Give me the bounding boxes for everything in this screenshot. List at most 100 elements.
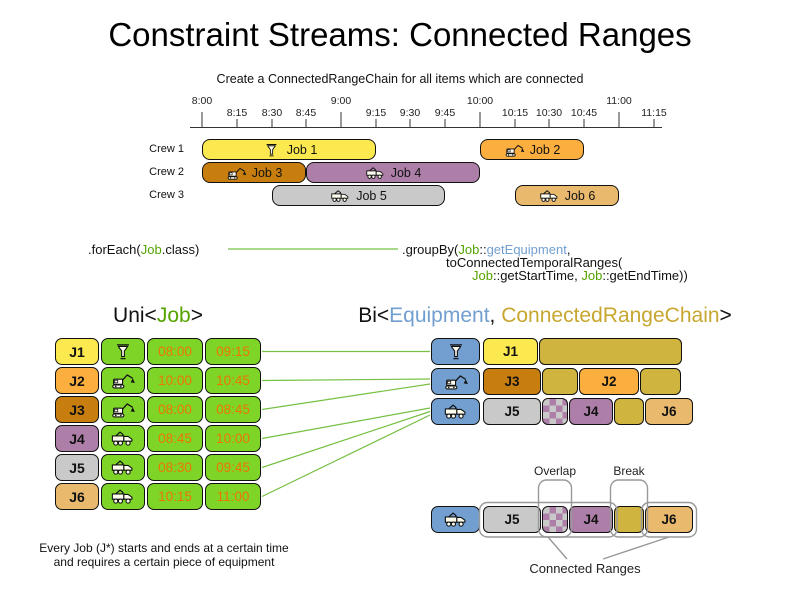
end-time-cell: 09:45: [205, 454, 261, 481]
end-time-cell: 10:00: [205, 425, 261, 452]
gantt-bar-label: Job 5: [356, 188, 387, 203]
connected-ranges-label: Connected Ranges: [529, 561, 641, 576]
chain-job-label: J2: [601, 374, 617, 389]
chain-overlap-segment: [542, 506, 568, 533]
chain-job-label: J5: [504, 404, 520, 419]
equipment-cell: [431, 398, 480, 425]
truck-icon: [443, 403, 469, 420]
truck-icon: [443, 511, 469, 528]
end-time: 09:15: [216, 344, 250, 359]
end-time-cell: 10:45: [205, 367, 261, 394]
chain-job-label: J4: [583, 404, 599, 419]
end-time-cell: 08:45: [205, 396, 261, 423]
start-time: 08:00: [158, 402, 192, 417]
tick-label: 10:30: [535, 107, 563, 119]
gantt-bar-job4: Job 4: [306, 162, 480, 183]
job-id-cell: J1: [55, 338, 99, 365]
chain-job-segment: J4: [569, 506, 613, 533]
start-time: 08:30: [158, 460, 192, 475]
equipment-icon-cell: [101, 367, 145, 394]
start-time-cell: 08:45: [147, 425, 203, 452]
crew-label: Crew 2: [149, 166, 184, 178]
start-time: 08:00: [158, 344, 192, 359]
tick-label: 10:45: [570, 107, 598, 119]
start-time: 10:15: [158, 489, 192, 504]
chain-job-label: J3: [504, 374, 520, 389]
excavator-icon: [504, 143, 525, 157]
chain-job-segment: J5: [483, 506, 541, 533]
chain-job-segment: J3: [483, 368, 541, 395]
connected-range-chain: J5 J4 J6: [483, 506, 693, 533]
uni-header-type: Job: [156, 304, 191, 327]
chain-job-label: J5: [504, 512, 520, 527]
end-time-cell: 11:00: [205, 483, 261, 510]
job-id-cell: J3: [55, 396, 99, 423]
bi-header-equipment: Equipment: [389, 304, 490, 327]
tick-label: 9:45: [434, 107, 456, 119]
gantt-bar-label: Job 2: [529, 142, 561, 157]
caption: Every Job (J*) starts and ends at a cert…: [12, 541, 316, 569]
chain-job-segment: J4: [569, 398, 613, 425]
truck-icon: [110, 488, 136, 505]
chain-job-label: J1: [502, 344, 519, 359]
uni-header-pre: Uni<: [113, 304, 157, 327]
job-id-cell: J2: [55, 367, 99, 394]
equipment-cell: [431, 368, 480, 395]
chain-job-label: J4: [583, 512, 599, 527]
truck-icon: [110, 430, 136, 447]
tick-label: 11:00: [606, 95, 632, 107]
code-text: ,: [566, 242, 571, 257]
chain-job-segment: J2: [579, 368, 639, 395]
connected-range-chain: J5 J4 J6: [483, 398, 693, 425]
equipment-icon-cell: [101, 396, 145, 423]
tick-label: 8:00: [191, 95, 213, 107]
bi-row: J1: [431, 338, 682, 365]
code-text: ::: [479, 242, 487, 257]
overlap-label: Overlap: [533, 464, 577, 478]
excavator-icon: [110, 372, 136, 389]
end-time: 11:00: [216, 489, 250, 504]
start-time: 08:45: [158, 431, 192, 446]
truck-icon: [365, 166, 386, 180]
tick-label: 9:30: [399, 107, 421, 119]
equipment-icon-cell: [101, 483, 145, 510]
chain-break-segment: [614, 506, 644, 533]
end-time: 09:45: [216, 460, 250, 475]
funnel-icon: [261, 143, 282, 157]
equipment-icon-cell: [101, 425, 145, 452]
code-groupby-line2: toConnectedTemporalRanges(: [446, 255, 623, 270]
bi-header-post: >: [719, 304, 732, 327]
start-time-cell: 10:00: [147, 367, 203, 394]
start-time-cell: 10:15: [147, 483, 203, 510]
start-time-cell: 08:00: [147, 338, 203, 365]
code-class: Job: [140, 242, 162, 257]
gantt-bar-job1: Job 1: [202, 139, 376, 160]
tick-label: 11:15: [641, 107, 667, 119]
excavator-icon: [226, 166, 247, 180]
bi-header: Bi<Equipment, ConnectedRangeChain>: [358, 304, 732, 328]
uni-row: J2 10:00 10:45: [55, 367, 261, 394]
tick-label: 10:00: [466, 95, 494, 107]
truck-icon: [330, 189, 351, 203]
job-id-cell: J5: [55, 454, 99, 481]
code-class: Job: [472, 268, 493, 283]
gantt-bar-label: Job 1: [286, 142, 318, 157]
code-text: .groupBy(: [402, 242, 459, 257]
tick-label: 8:15: [226, 107, 248, 119]
truck-icon: [110, 459, 136, 476]
chain-break-segment: [542, 368, 578, 395]
chain-job-segment: J5: [483, 398, 541, 425]
code-groupby-line1: .groupBy(Job::getEquipment,: [402, 242, 570, 257]
equipment-cell: [431, 506, 480, 533]
tick-label: 9:15: [365, 107, 387, 119]
connected-range-chain: J3 J2: [483, 368, 681, 395]
chain-break-segment: [614, 398, 644, 425]
chain-job-label: J6: [661, 512, 677, 527]
start-time: 10:00: [158, 373, 192, 388]
code-method: getEquipment: [486, 242, 567, 257]
code-class: Job: [581, 268, 603, 283]
break-label: Break: [613, 464, 645, 478]
code-text: ::getStartTime,: [492, 268, 582, 283]
crew-label: Crew 3: [149, 189, 184, 201]
